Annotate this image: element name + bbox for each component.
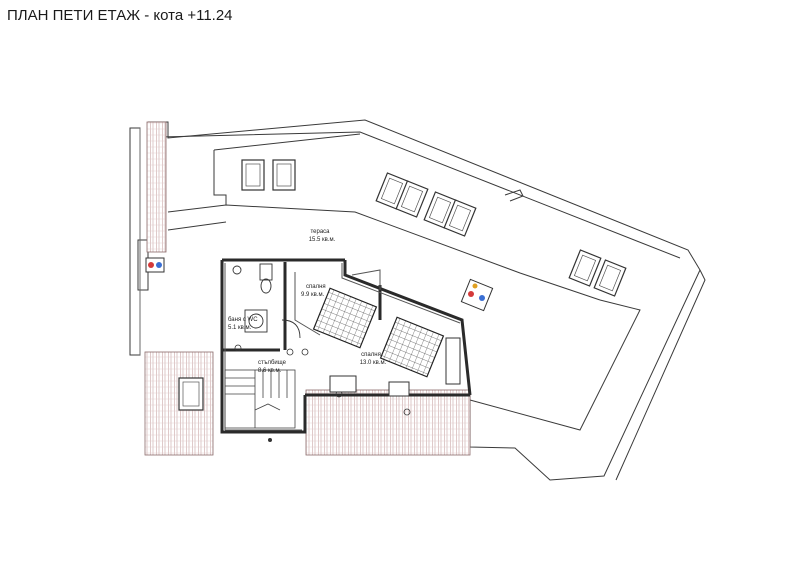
room-name-terrace: тераса bbox=[310, 229, 330, 235]
skylight-icon bbox=[593, 259, 627, 297]
roof-outline bbox=[148, 119, 706, 481]
solar-panel-icon bbox=[379, 316, 445, 378]
room-name-bedroom-1: спалня bbox=[306, 284, 326, 290]
room-area-bedroom-1: 9.9 кв.м. bbox=[301, 292, 325, 298]
room-area-bathroom: 5.1 кв.м. bbox=[228, 325, 252, 331]
solar-panel-icon bbox=[312, 287, 378, 349]
skylight-icon bbox=[443, 199, 477, 237]
room-area-terrace: 15.5 кв.м. bbox=[309, 237, 336, 243]
plan-title: ПЛАН ПЕТИ ЕТАЖ - кота +11.24 bbox=[7, 7, 233, 24]
room-name-bedroom-2: спалня bbox=[361, 352, 381, 358]
toilet-icon bbox=[259, 263, 273, 281]
skylight-icon bbox=[178, 377, 204, 411]
skylights bbox=[178, 159, 627, 411]
room-name-staircase: стълбище bbox=[258, 360, 287, 366]
deck-areas bbox=[144, 121, 471, 456]
shower-icon bbox=[244, 309, 268, 333]
solar-panels bbox=[312, 287, 445, 378]
skylight-icon bbox=[241, 159, 265, 191]
room-area-bedroom-2: 13.0 кв.м. bbox=[360, 360, 387, 366]
stairs-icon bbox=[224, 369, 296, 429]
interior-walls bbox=[220, 258, 472, 434]
left-wall bbox=[129, 127, 149, 356]
interior-thin-walls bbox=[224, 263, 461, 431]
skylight-icon bbox=[272, 159, 296, 191]
fixture-points bbox=[234, 344, 411, 442]
skylight-icon bbox=[395, 180, 429, 218]
bathroom-fixtures bbox=[232, 263, 301, 339]
room-labels: тераса 15.5 кв.м. спалня 9.9 кв.м. баня … bbox=[228, 229, 387, 374]
utility-units bbox=[145, 257, 494, 312]
room-name-bathroom: баня с WC bbox=[228, 317, 258, 323]
bedroom-details bbox=[329, 337, 461, 397]
room-area-staircase: 8.6 кв.м. bbox=[258, 368, 282, 374]
sink-icon bbox=[232, 265, 242, 275]
skylight-icon bbox=[568, 249, 602, 287]
